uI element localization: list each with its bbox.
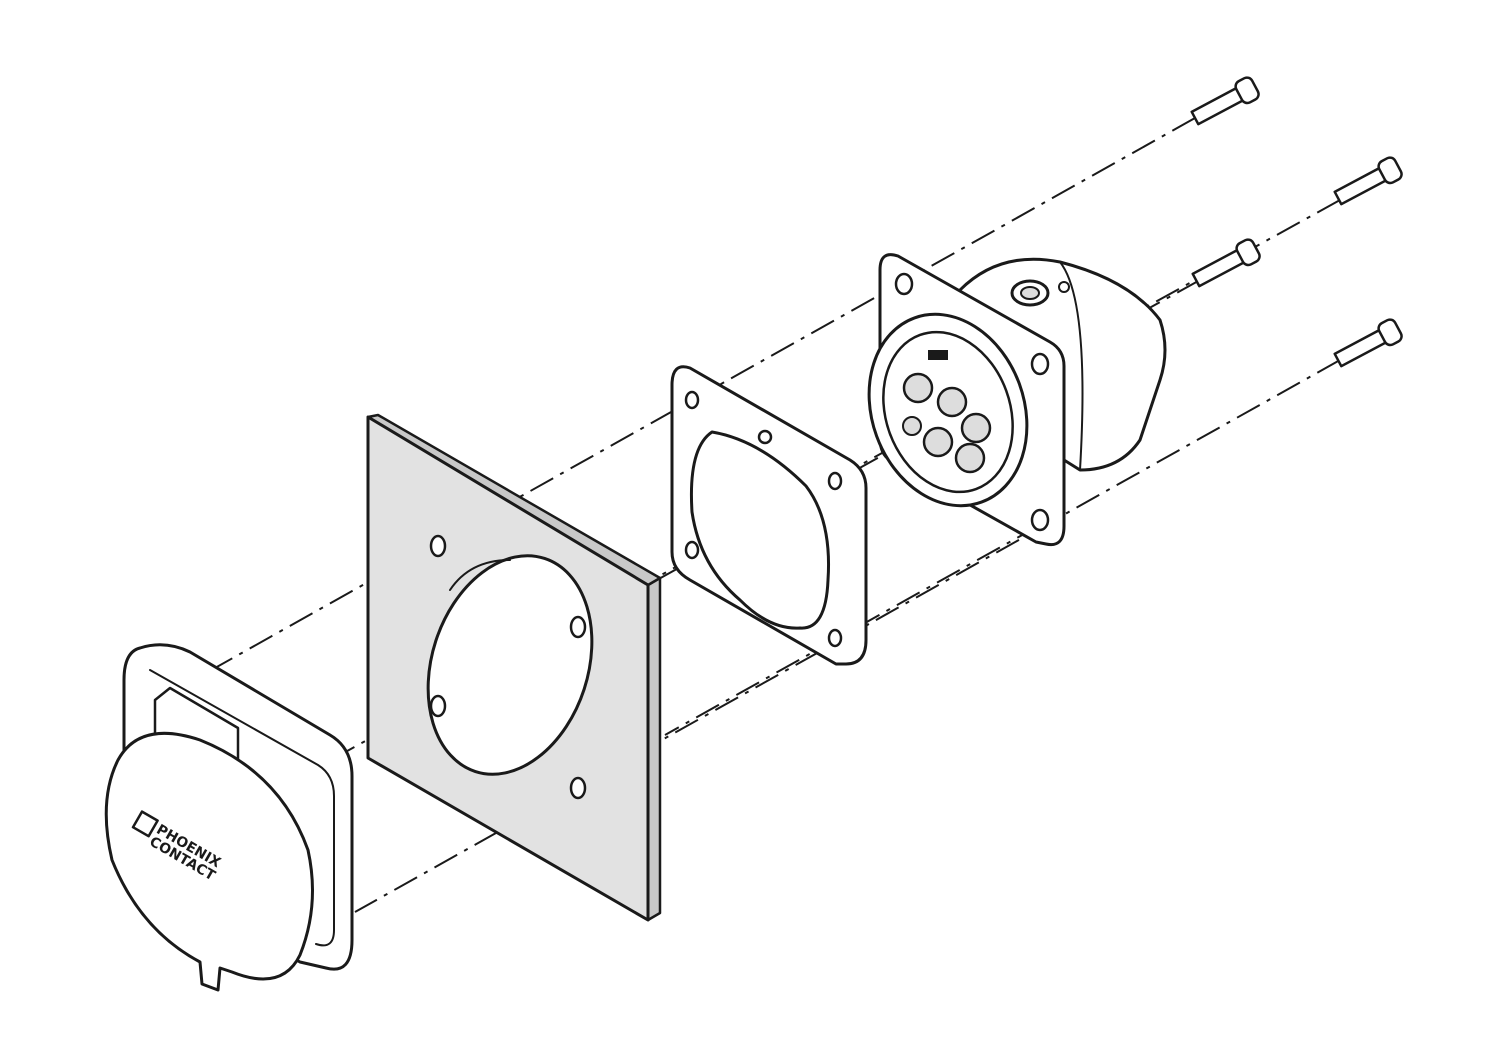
contact-pin — [960, 412, 992, 444]
panel-hole-bottom-right — [569, 776, 587, 800]
socket-hole-top-right — [1030, 352, 1050, 376]
phoenix-contact-logo-icon — [131, 810, 159, 838]
socket-key-notch — [928, 350, 948, 360]
panel-hole-top-left — [429, 534, 447, 558]
socket-housing-rib — [1059, 261, 1084, 471]
panel-edge — [646, 576, 662, 922]
screw-top — [1190, 76, 1260, 126]
mounting-screws — [1190, 76, 1403, 368]
socket-hole-bottom-right — [1030, 508, 1050, 532]
socket-hole-top-left — [894, 272, 914, 296]
screw-shaft — [1333, 328, 1389, 368]
gasket-inner-opening — [689, 430, 830, 630]
gasket-hole-bottom-left — [684, 540, 700, 560]
cover-frame-inner — [149, 669, 335, 947]
socket-contacts — [902, 372, 992, 474]
screw-shaft — [1190, 86, 1246, 126]
screw-head — [1377, 318, 1403, 347]
screw-shaft — [1333, 166, 1389, 206]
screw-center — [1191, 238, 1261, 288]
screw-upper-right — [1333, 156, 1403, 206]
screw-shaft — [1191, 248, 1247, 288]
contact-pin — [954, 442, 986, 474]
socket-vent-plug-inner — [1020, 286, 1040, 300]
gasket-center-screw — [757, 429, 773, 445]
panel-hole-bottom-left — [429, 694, 447, 718]
gasket-frame — [670, 365, 868, 666]
panel-cutout — [426, 554, 594, 776]
gasket-hole-top-right — [827, 471, 843, 491]
panel-cutout-inner-edge — [449, 559, 511, 591]
screw-head — [1234, 76, 1260, 105]
gasket-hole-top-left — [684, 390, 700, 410]
screw-head — [1235, 238, 1261, 267]
cover-lid — [104, 731, 314, 992]
contact-pin — [922, 426, 954, 458]
screw-head — [1377, 156, 1403, 185]
axis-line-bottom-mid — [664, 524, 1041, 736]
socket-body — [867, 253, 1167, 547]
gasket-hole-bottom-right — [827, 628, 843, 648]
mounting-panel — [366, 413, 662, 922]
front-cover: PHOENIX CONTACT — [104, 643, 354, 992]
socket-small-screw — [1058, 281, 1070, 293]
contact-pin — [902, 416, 922, 436]
contact-pin — [936, 386, 968, 418]
panel-hole-top-right — [569, 615, 587, 639]
screw-bottom-right — [1333, 318, 1403, 368]
contact-pin — [902, 372, 934, 404]
